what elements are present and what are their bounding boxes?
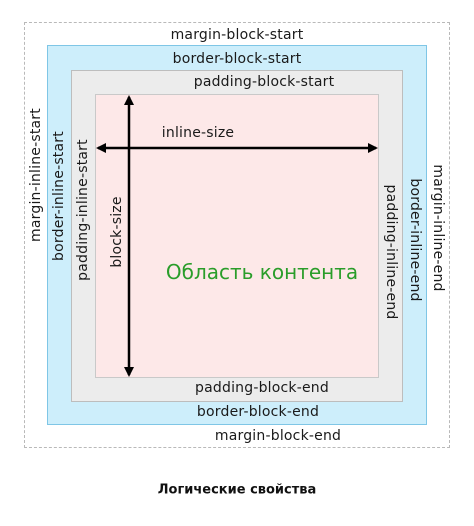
margin-inline-end-label: margin-inline-end (430, 164, 446, 292)
padding-inline-start-label: padding-inline-start (75, 139, 91, 281)
padding-inline-end-label: padding-inline-end (383, 184, 399, 320)
border-inline-end-label: border-inline-end (407, 178, 423, 302)
inline-size-label: inline-size (161, 125, 235, 141)
border-block-start-label: border-block-start (172, 51, 302, 67)
padding-block-end-label: padding-block-end (195, 380, 329, 396)
content-area (95, 94, 379, 378)
margin-block-start-label: margin-block-start (170, 27, 304, 43)
figure-caption: Логические свойства (157, 482, 317, 498)
content-area-title: Область контента (165, 260, 359, 284)
margin-block-end-label: margin-block-end (214, 428, 342, 444)
block-size-label: block-size (109, 196, 125, 268)
border-block-end-label: border-block-end (196, 404, 320, 420)
padding-block-start-label: padding-block-start (193, 74, 335, 90)
margin-inline-start-label: margin-inline-start (28, 108, 44, 242)
border-inline-start-label: border-inline-start (51, 131, 67, 261)
